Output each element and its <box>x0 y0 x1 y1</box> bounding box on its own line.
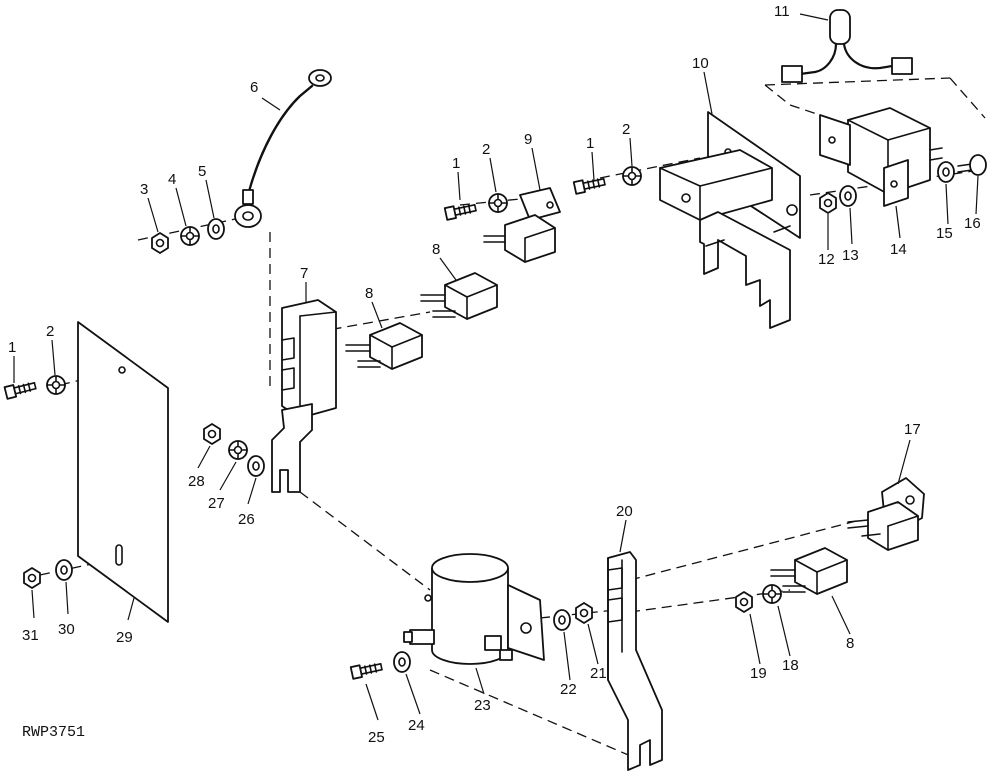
relay-bracket-bolt <box>572 174 607 195</box>
plate-lockwasher <box>46 375 66 395</box>
relay-screw <box>957 154 987 176</box>
relay-bracket-lockwasher <box>622 166 642 186</box>
callout-12: 12 <box>818 251 835 268</box>
callout-26: 26 <box>238 511 255 528</box>
callout-9: 9 <box>524 131 532 148</box>
mounting-plate <box>77 321 169 623</box>
callout-2b: 2 <box>482 141 490 158</box>
callout-2a: 2 <box>46 323 54 340</box>
circuit-breaker-upper <box>420 272 498 320</box>
callout-1a: 1 <box>8 339 16 356</box>
washer-26 <box>247 455 265 477</box>
callout-4: 4 <box>168 171 176 188</box>
callout-10: 10 <box>692 55 709 72</box>
callout-6: 6 <box>250 79 258 96</box>
callout-25: 25 <box>368 729 385 746</box>
ground-cable <box>234 69 332 228</box>
callout-29: 29 <box>116 629 133 646</box>
solenoid-washer-22 <box>553 609 571 631</box>
lockwasher-18 <box>762 584 782 604</box>
breaker-bracket <box>483 187 561 263</box>
circuit-breaker-left <box>345 322 423 370</box>
figure-reference-code: RWP3751 <box>22 724 86 741</box>
callout-16: 16 <box>964 215 981 232</box>
center-bracket <box>271 299 337 493</box>
callout-5: 5 <box>198 163 206 180</box>
callout-20: 20 <box>616 503 633 520</box>
lower-bracket <box>607 551 663 771</box>
callout-24: 24 <box>408 717 425 734</box>
callout-15: 15 <box>936 225 953 242</box>
relay-nut <box>819 192 837 214</box>
callout-8b: 8 <box>432 241 440 258</box>
callout-23: 23 <box>474 697 491 714</box>
relay-washer-right <box>937 161 955 183</box>
nut-19 <box>735 591 753 613</box>
plate-washer <box>55 559 73 581</box>
callout-31: 31 <box>22 627 39 644</box>
callout-8a: 8 <box>365 285 373 302</box>
cable-nut <box>151 232 169 254</box>
relay-bracket <box>659 111 801 329</box>
breaker-lockwasher-upper <box>488 193 508 213</box>
callout-28: 28 <box>188 473 205 490</box>
lower-breaker-bracket <box>847 477 925 551</box>
callout-1c: 1 <box>586 135 594 152</box>
solenoid-bolt <box>349 659 384 680</box>
callout-2c: 2 <box>622 121 630 138</box>
plate-nut <box>23 567 41 589</box>
solenoid-nut-21 <box>575 602 593 624</box>
callout-13: 13 <box>842 247 859 264</box>
wiring-harness <box>781 9 913 83</box>
callout-21: 21 <box>590 665 607 682</box>
callout-1b: 1 <box>452 155 460 172</box>
callout-17: 17 <box>904 421 921 438</box>
leader-lines <box>13 13 979 721</box>
plate-bolt <box>3 379 38 400</box>
solenoid-washer <box>393 651 411 673</box>
relay-washer-left <box>839 185 857 207</box>
callout-18: 18 <box>782 657 799 674</box>
starter-solenoid <box>403 553 545 665</box>
callout-7: 7 <box>300 265 308 282</box>
callout-30: 30 <box>58 621 75 638</box>
lockwasher-27 <box>228 440 248 460</box>
callout-labels: 1 2 3 4 5 6 7 8 8 1 2 9 1 2 10 11 12 13 … <box>8 3 981 746</box>
relay <box>819 107 943 207</box>
callout-22: 22 <box>560 681 577 698</box>
callout-11: 11 <box>774 3 790 20</box>
callout-14: 14 <box>890 241 907 258</box>
callout-3: 3 <box>140 181 148 198</box>
circuit-breaker-lower-right <box>770 547 848 595</box>
callout-8c: 8 <box>846 635 854 652</box>
cable-washer <box>207 218 225 240</box>
nut-28 <box>203 423 221 445</box>
callout-19: 19 <box>750 665 767 682</box>
cable-lockwasher <box>180 226 200 246</box>
callout-27: 27 <box>208 495 225 512</box>
